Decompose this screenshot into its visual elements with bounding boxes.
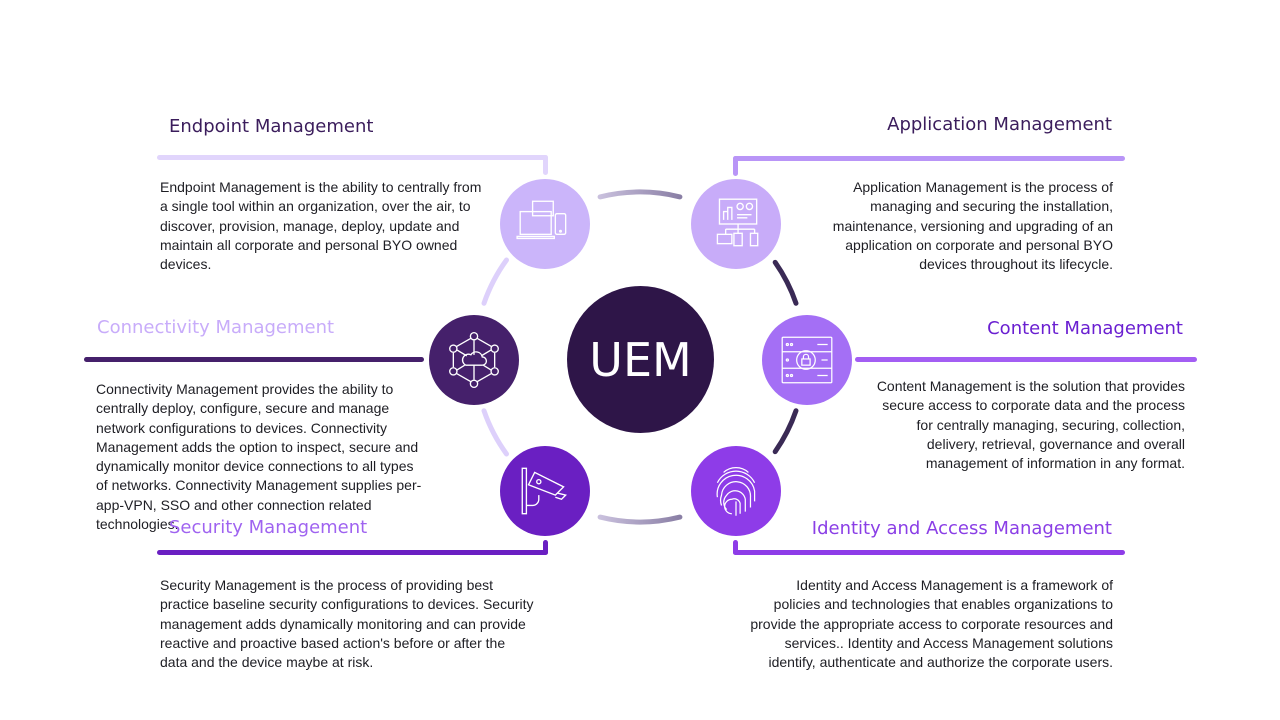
arc-top-right [772,259,799,306]
application-node [691,179,781,269]
security-title: Security Management [169,517,368,538]
fingerprint-icon [716,467,756,516]
content-connector-line [855,357,1197,362]
identity-connector-line [733,540,738,555]
content-node [762,315,852,405]
content-description: Content Management is the solution that … [876,378,1185,472]
connectivity-title: Connectivity Management [97,317,335,338]
secure-server-icon [781,336,833,384]
identity-node [691,446,781,536]
connectivity-node [429,315,519,405]
content-title: Content Management [987,318,1183,339]
app-dashboard-icon [716,198,759,247]
devices-icon [516,200,567,240]
security-description: Security Management is the process of pr… [160,577,534,671]
endpoint-node [500,179,590,269]
uem-center-circle: UEM [567,286,714,433]
connectivity-description: Connectivity Management provides the abi… [96,381,422,533]
endpoint-connector-line [157,155,548,160]
arc-bottom-left [481,408,510,457]
endpoint-title: Endpoint Management [169,116,374,137]
identity-description: Identity and Access Management is a fram… [750,577,1113,671]
application-title: Application Management [887,114,1112,135]
endpoint-description: Endpoint Management is the ability to ce… [160,179,482,273]
arc-bottom-right [772,408,799,455]
arc-top [597,189,683,200]
application-connector-line [733,156,738,176]
security-connector-line [543,540,548,555]
arc-top-left [481,257,510,306]
identity-connector-line [733,550,1125,555]
application-connector-line [733,156,1125,161]
security-node [500,446,590,536]
uem-label: UEM [589,332,692,387]
identity-title: Identity and Access Management [811,518,1112,539]
security-connector-line [157,550,548,555]
security-camera-icon [521,467,567,515]
endpoint-connector-line [543,155,548,175]
arc-bottom [597,514,683,525]
application-description: Application Management is the process of… [832,179,1113,273]
connectivity-connector-line [84,357,424,362]
cloud-network-icon [449,331,499,389]
